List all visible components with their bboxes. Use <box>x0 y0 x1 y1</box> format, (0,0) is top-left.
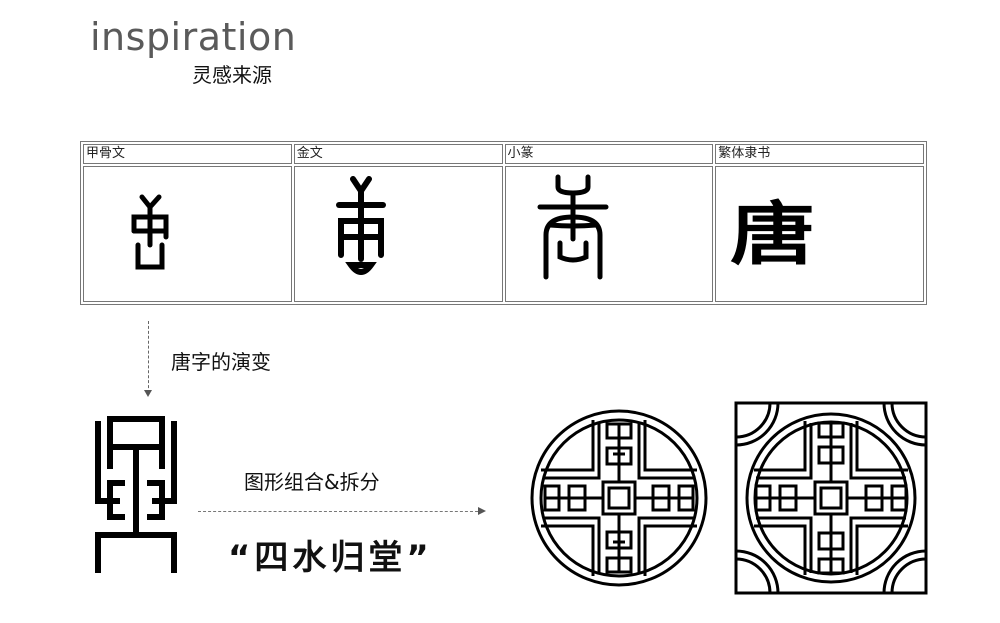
clerical-glyph: 唐 <box>730 195 816 275</box>
oracle-bone-glyph-icon <box>131 194 169 270</box>
title-english: inspiration <box>90 15 297 59</box>
column-header-oracle-bone: 甲骨文 <box>83 144 292 164</box>
abstract-tang-motif-icon <box>95 416 177 573</box>
combination-arrow-line <box>198 511 478 512</box>
round-lattice-pattern-icon <box>530 409 708 587</box>
arrow-right-icon <box>478 507 486 515</box>
cell-clerical: 唐 <box>715 166 924 302</box>
cell-oracle-bone <box>83 166 292 302</box>
table-glyph-row: 唐 <box>83 166 924 302</box>
arrow-down-icon <box>144 390 152 397</box>
bronze-glyph-icon <box>335 176 386 275</box>
pattern-name-label: “四水归堂” <box>228 538 433 578</box>
evolution-label: 唐字的演变 <box>171 350 271 374</box>
title-chinese: 灵感来源 <box>192 63 272 87</box>
table-header-row: 甲骨文 金文 小篆 繁体隶书 <box>83 144 924 164</box>
column-header-small-seal: 小篆 <box>504 144 714 164</box>
character-evolution-table: 甲骨文 金文 小篆 繁体隶书 <box>80 141 927 305</box>
combination-label: 图形组合&拆分 <box>244 470 380 494</box>
small-seal-glyph-icon <box>537 174 608 280</box>
cell-small-seal <box>504 166 714 302</box>
square-lattice-pattern-icon <box>734 401 928 595</box>
cell-bronze <box>293 166 503 302</box>
column-header-clerical: 繁体隶书 <box>715 144 924 164</box>
column-header-bronze: 金文 <box>293 144 503 164</box>
evolution-arrow-line <box>148 321 149 393</box>
